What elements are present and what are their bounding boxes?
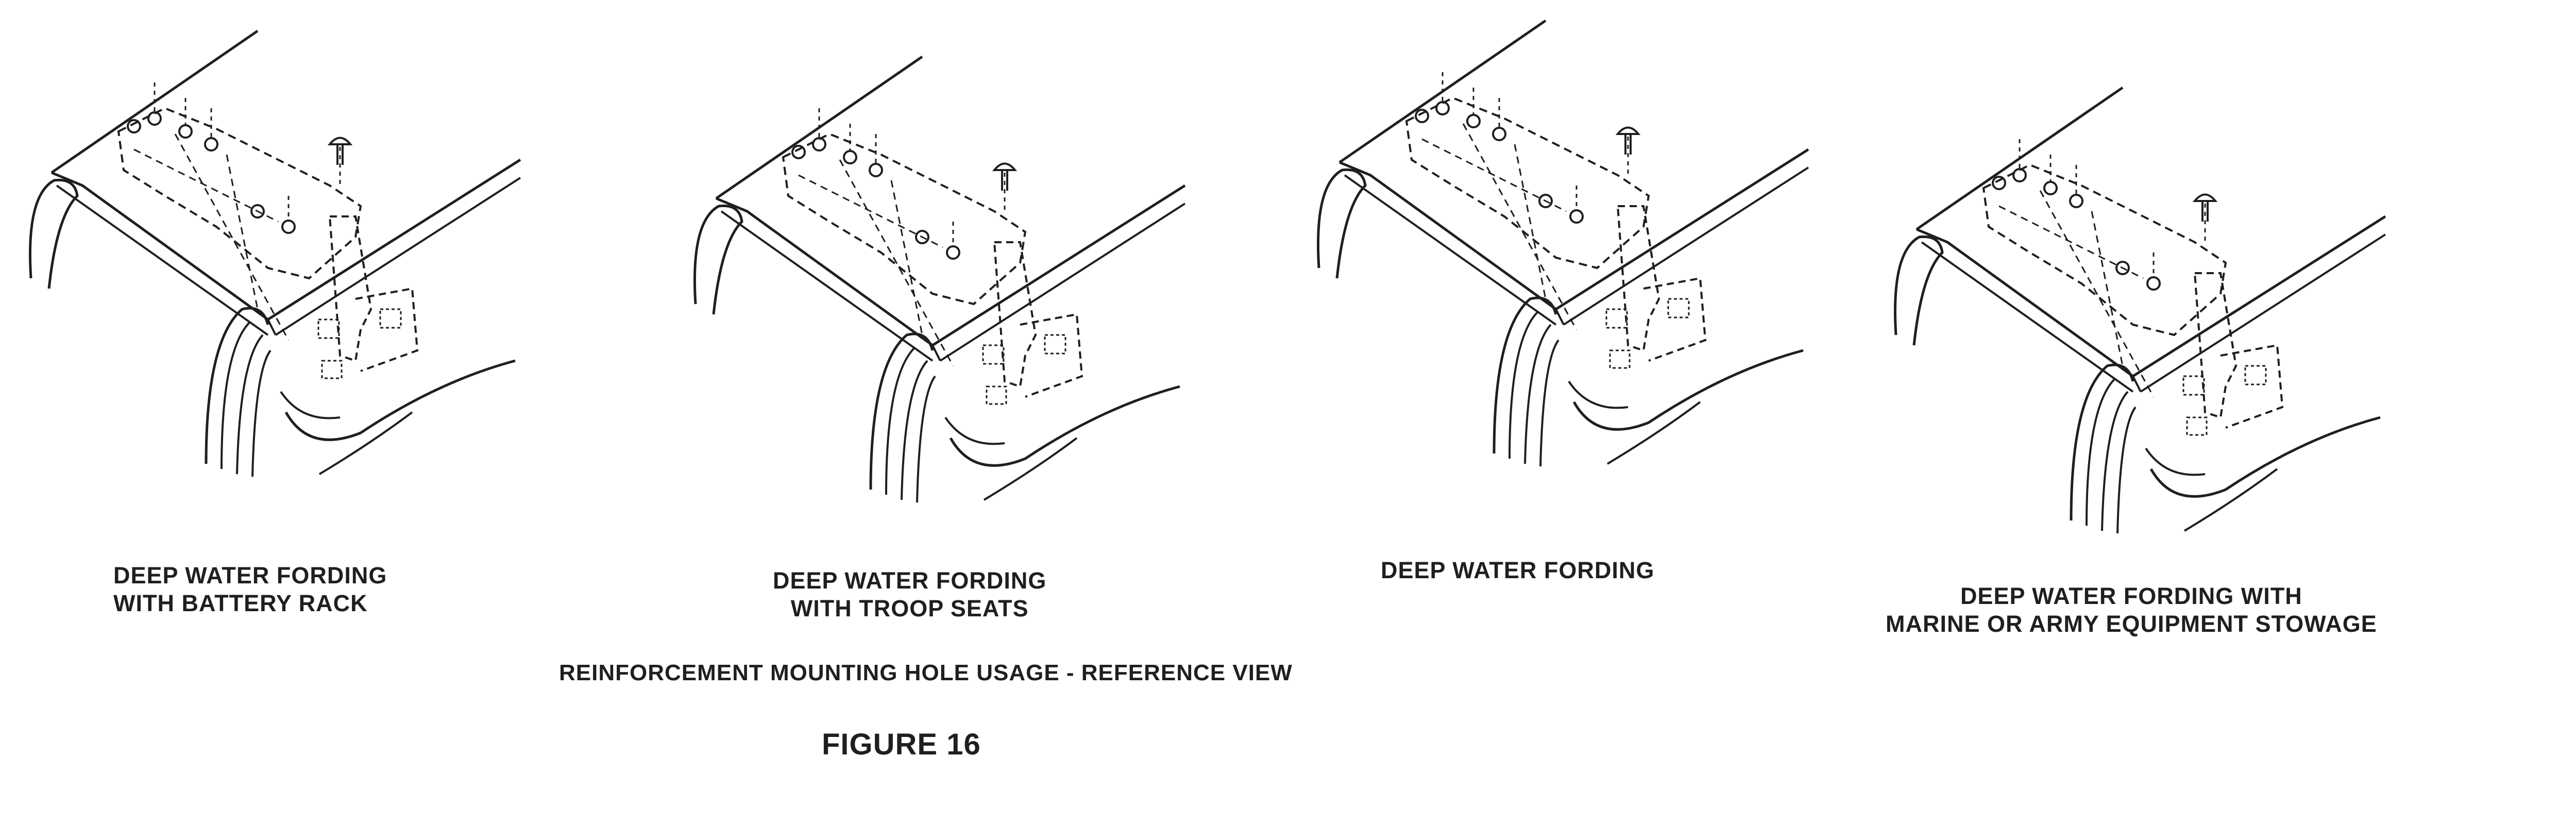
caption-line: WITH TROOP SEATS bbox=[790, 595, 1029, 622]
figure-label: FIGURE 16 bbox=[822, 728, 981, 761]
caption-equipment-stowage: DEEP WATER FORDING WITH MARINE OR ARMY E… bbox=[1886, 582, 2377, 638]
caption-line: DEEP WATER FORDING WITH bbox=[1960, 583, 2302, 609]
caption-line: DEEP WATER FORDING bbox=[113, 562, 387, 589]
caption-troop-seats: DEEP WATER FORDING WITH TROOP SEATS bbox=[773, 567, 1046, 623]
caption-line: DEEP WATER FORDING bbox=[773, 567, 1047, 594]
caption-battery-rack: DEEP WATER FORDING WITH BATTERY RACK bbox=[113, 562, 387, 617]
illustration-equipment-stowage bbox=[1895, 88, 2385, 533]
reference-view-title: REINFORCEMENT MOUNTING HOLE USAGE - REFE… bbox=[559, 660, 1293, 685]
illustration-troop-seats bbox=[694, 57, 1185, 502]
caption-line: MARINE OR ARMY EQUIPMENT STOWAGE bbox=[1886, 611, 2377, 637]
illustration-battery-rack bbox=[30, 31, 520, 477]
caption-line: DEEP WATER FORDING bbox=[1381, 557, 1655, 583]
caption-line: WITH BATTERY RACK bbox=[113, 590, 368, 616]
caption-deep-water-fording: DEEP WATER FORDING bbox=[1381, 557, 1654, 584]
illustration-deep-water-fording bbox=[1318, 21, 1808, 466]
